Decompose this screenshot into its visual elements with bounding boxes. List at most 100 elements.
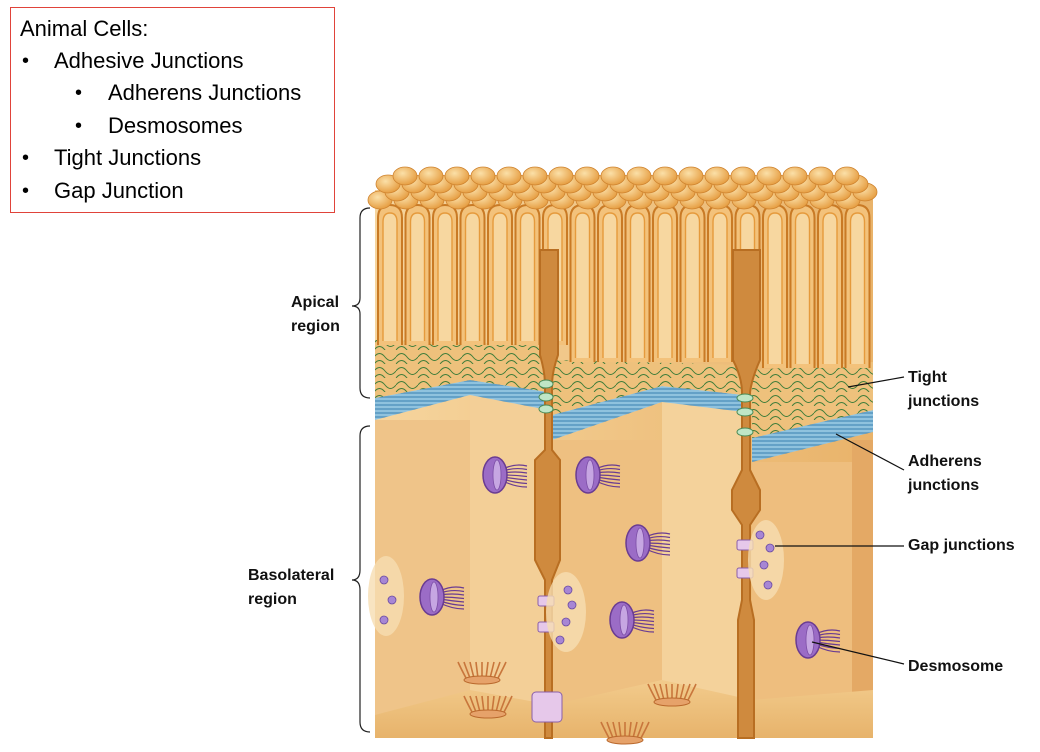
tuft-strand <box>636 721 644 739</box>
list-item-adherens: Adherens Junctions <box>108 80 302 105</box>
tuft-strand <box>493 661 501 679</box>
microvillus-cap <box>522 166 548 186</box>
tuft-strand <box>503 695 513 713</box>
desmosome <box>795 621 841 659</box>
tuft-strand <box>647 683 657 701</box>
microvillus-inner <box>657 212 673 358</box>
label-apical-line1: Apical <box>291 294 340 311</box>
tuft-strand <box>600 721 610 739</box>
microvillus-inner <box>794 212 811 364</box>
microvillus-inner <box>767 212 783 364</box>
tuft-strand <box>457 661 467 679</box>
tight-junction-beads <box>538 379 754 437</box>
list-item-adhesive: Adhesive Junctions <box>54 48 244 73</box>
basal-tufts <box>457 661 697 745</box>
tight-junction-mesh <box>552 360 744 415</box>
microvillus-cap <box>444 166 470 186</box>
tight-junction-mesh <box>752 362 873 438</box>
leader-lines <box>775 376 905 665</box>
tuft-strand <box>640 721 650 739</box>
cell-panel <box>662 385 744 738</box>
bullet-5: • <box>22 180 30 202</box>
bullet-2: • <box>75 82 83 104</box>
microvillus-cap <box>574 166 600 186</box>
microvilli-tops <box>367 166 878 210</box>
label-desmosome: Desmosome <box>908 658 1004 675</box>
lateral-membrane <box>534 249 761 739</box>
microvillus-cap <box>834 166 860 186</box>
basal-tuft <box>600 721 650 745</box>
microvillus-inner <box>409 212 426 341</box>
microvillus-cap <box>548 166 574 186</box>
tuft-strand <box>497 661 507 679</box>
bullet-3: • <box>75 115 83 137</box>
label-basolateral: Basolateral region <box>248 564 334 612</box>
tuft-base <box>653 697 691 707</box>
desmosomes <box>419 456 841 659</box>
adherens-band <box>552 386 662 440</box>
tuft-strand <box>499 695 507 713</box>
tuft-strand <box>653 683 661 701</box>
tuft-strand <box>606 721 614 739</box>
tuft-strand <box>463 695 473 713</box>
desmosome-core <box>635 527 645 559</box>
label-tight-junctions: Tight junctions <box>908 366 979 414</box>
label-adherens-line2: junctions <box>908 477 980 494</box>
gap-junction-channels <box>531 539 754 723</box>
microvillus-inner <box>629 212 646 358</box>
microvillus-cap <box>730 166 756 186</box>
list-item-tight: Tight Junctions <box>54 145 202 170</box>
microvillus-cap <box>756 166 782 186</box>
adherens-band <box>470 380 548 410</box>
label-basolateral-line2: region <box>248 591 297 608</box>
microvillus-inner <box>492 212 508 341</box>
microvillus-cap <box>418 166 444 186</box>
microvillus-inner <box>464 212 481 341</box>
desmosome-core <box>492 459 502 491</box>
microvillus-inner <box>602 212 618 358</box>
tuft-strand <box>469 695 477 713</box>
desmosome-core <box>429 581 439 613</box>
microvillus-cap <box>782 166 808 186</box>
label-adherens-line1: Adherens <box>908 453 982 470</box>
label-apical: Apical region <box>291 291 340 339</box>
list-item-desmosomes: Desmosomes <box>108 113 243 138</box>
textbox-title: Animal Cells: <box>20 16 149 41</box>
desmosome-core <box>585 459 595 491</box>
adherens-band <box>752 410 873 462</box>
microvillus-inner <box>574 212 591 358</box>
microvillus-inner <box>849 212 866 364</box>
label-apical-line2: region <box>291 318 340 335</box>
gap-junction-clusters <box>368 520 784 652</box>
desmosome <box>575 456 621 494</box>
desmosome <box>482 456 528 494</box>
microvillus-inner <box>382 212 398 341</box>
desmosome-core <box>805 624 815 656</box>
basal-tuft <box>463 695 513 719</box>
microvillus-inner <box>437 212 453 341</box>
microvillus-cap <box>678 166 704 186</box>
microvillus-cap <box>392 166 418 186</box>
microvillus-cap <box>808 166 834 186</box>
tight-junction-mesh <box>375 340 548 398</box>
cell-panel <box>752 462 852 738</box>
cell-panel <box>470 395 548 738</box>
label-tight-line2: junctions <box>908 393 980 410</box>
desmosome <box>419 578 465 616</box>
label-basolateral-line1: Basolateral <box>248 567 335 584</box>
adherens-band <box>662 386 744 412</box>
cell-panel <box>852 440 873 738</box>
adherens-band <box>375 380 470 420</box>
list-item-gap: Gap Junction <box>54 178 184 203</box>
basal-tuft <box>647 683 697 707</box>
region-brackets <box>351 207 371 733</box>
microvillus-cap <box>626 166 652 186</box>
microvillus-cap <box>496 166 522 186</box>
label-gap-junctions: Gap junctions <box>908 537 1015 554</box>
tuft-base <box>606 735 644 745</box>
tuft-strand <box>463 661 471 679</box>
microvillus-inner <box>684 212 701 358</box>
microvillus-inner <box>712 212 728 358</box>
microvillus-cap <box>600 166 626 186</box>
